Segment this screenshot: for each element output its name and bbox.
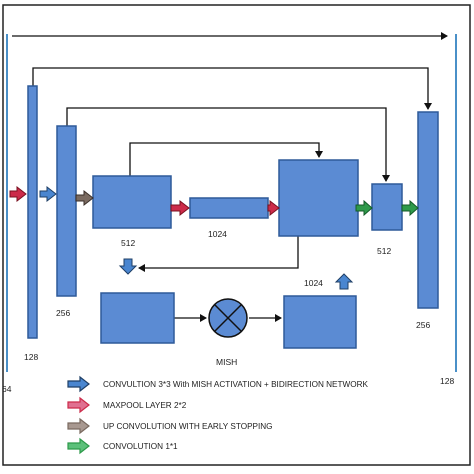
conv1x1-arrow-icon [355, 199, 373, 217]
label-input-64: 64 [2, 384, 12, 394]
decoder-block-512 [371, 183, 403, 231]
dark-blue-arrow-icon [67, 375, 90, 393]
legend-item-maxpool: MAXPOOL LAYER 2*2 [67, 396, 187, 414]
lower-right-block [283, 295, 357, 349]
down-arrow-icon [118, 258, 138, 275]
encoder-block-512 [92, 175, 172, 229]
skip-connection-128 [32, 67, 432, 110]
label-dec-256: 256 [416, 320, 430, 330]
encoder-block-256 [56, 125, 77, 297]
legend-text-conv: CONVULTION 3*3 With MISH ACTIVATION + BI… [103, 380, 369, 389]
branch-connection [138, 236, 299, 272]
label-mish: MISH [216, 357, 237, 367]
conv-arrow-icon [39, 185, 57, 203]
legend-item-upconv: UP CONVOLUTION WITH EARLY STOPPING [67, 417, 273, 435]
label-dec-512: 512 [377, 246, 391, 256]
mish-operator-icon [208, 298, 248, 338]
red-arrow-icon [67, 396, 90, 414]
outer-frame [2, 4, 471, 466]
decoder-block-256 [417, 111, 439, 309]
upconv-arrow-icon [75, 189, 94, 207]
legend: CONVULTION 3*3 With MISH ACTIVATION + BI… [67, 375, 369, 455]
label-bottleneck-1024: 1024 [208, 229, 227, 239]
label-enc-512: 512 [121, 238, 135, 248]
legend-item-conv: CONVULTION 3*3 With MISH ACTIVATION + BI… [67, 375, 369, 393]
label-enc-256: 256 [56, 308, 70, 318]
conv1x1-arrow-icon-2 [401, 199, 419, 217]
skip-connection-512 [129, 142, 323, 176]
label-center-1024: 1024 [304, 278, 323, 288]
bottleneck-block-1024 [189, 197, 269, 219]
maxpool-arrow-icon-3 [267, 199, 280, 217]
skip-connection-256 [66, 107, 390, 182]
legend-item-conv1x1: CONVOLUTION 1*1 [67, 437, 178, 455]
label-output-128: 128 [440, 376, 454, 386]
brown-arrow-icon [67, 417, 90, 435]
lower-left-block [100, 292, 175, 344]
label-enc-128: 128 [24, 352, 38, 362]
center-block-1024 [278, 159, 359, 237]
green-arrow-icon [67, 437, 90, 455]
encoder-block-128 [27, 85, 38, 339]
legend-text-maxpool: MAXPOOL LAYER 2*2 [103, 401, 187, 410]
up-arrow-icon [334, 273, 354, 290]
legend-text-upconv: UP CONVOLUTION WITH EARLY STOPPING [103, 422, 273, 431]
legend-text-conv1x1: CONVOLUTION 1*1 [103, 442, 178, 451]
maxpool-arrow-icon-2 [170, 199, 190, 217]
maxpool-arrow-icon [9, 185, 27, 203]
